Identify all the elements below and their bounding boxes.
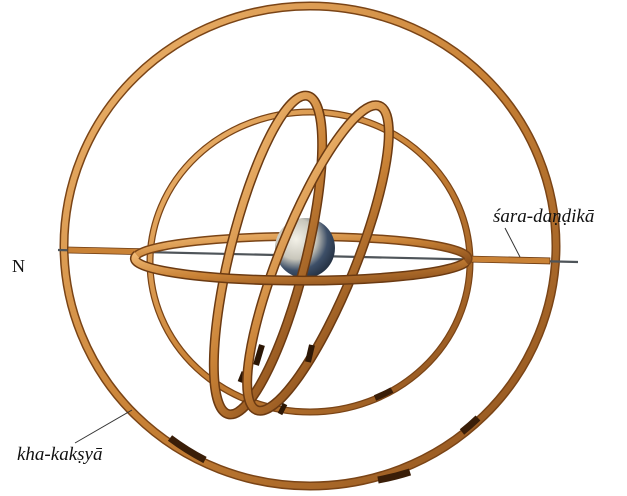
- leader-line-sara-dandika: [505, 228, 520, 257]
- sara-dandika-label: śara-daṇḍikā: [493, 206, 594, 228]
- kha-kaksya-label: kha-kakṣyā: [17, 444, 102, 466]
- leader-line-kha-kaksya: [75, 410, 132, 443]
- north-label: N: [12, 256, 25, 277]
